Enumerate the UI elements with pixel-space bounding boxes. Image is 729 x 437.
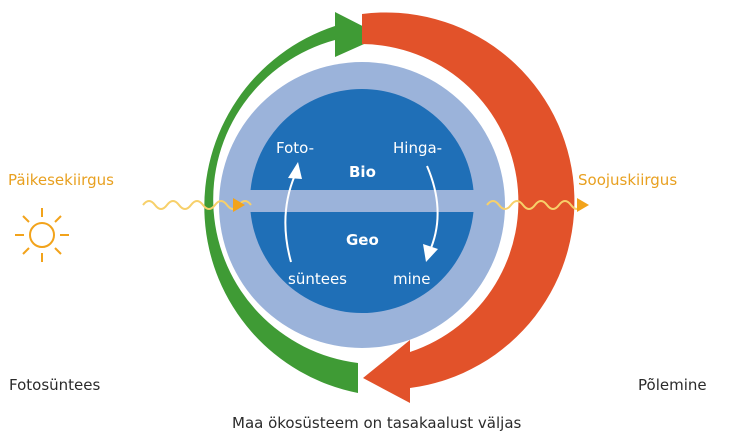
sunlight-label: Päikesekiirgus: [8, 171, 114, 189]
wavy-arrow-in-icon: [142, 198, 252, 212]
suntees-label: süntees: [288, 270, 347, 288]
respiration-arrowhead: [423, 244, 438, 262]
respiration-inner-arrow: [426, 165, 439, 249]
geo-half: [250, 212, 474, 313]
mine-label: mine: [393, 270, 431, 288]
photosynthesis-arrowhead: [288, 162, 302, 179]
photosynthesis-label: Fotosüntees: [9, 376, 101, 394]
bio-half: [250, 89, 474, 190]
foto-label: Foto-: [276, 139, 315, 157]
geo-label: Geo: [346, 231, 379, 249]
photosynthesis-inner-arrow: [284, 174, 296, 263]
sun-icon: [15, 208, 69, 262]
caption: Maa ökosüsteem on tasakaalust väljas: [232, 414, 522, 432]
wavy-arrow-out-icon: [486, 198, 589, 212]
bio-label: Bio: [349, 163, 376, 181]
hinga-label: Hinga-: [393, 139, 443, 157]
combustion-label: Põlemine: [638, 376, 707, 394]
orange-arc-arrow: [362, 12, 575, 403]
heat-radiation-label: Soojuskiirgus: [578, 171, 678, 189]
